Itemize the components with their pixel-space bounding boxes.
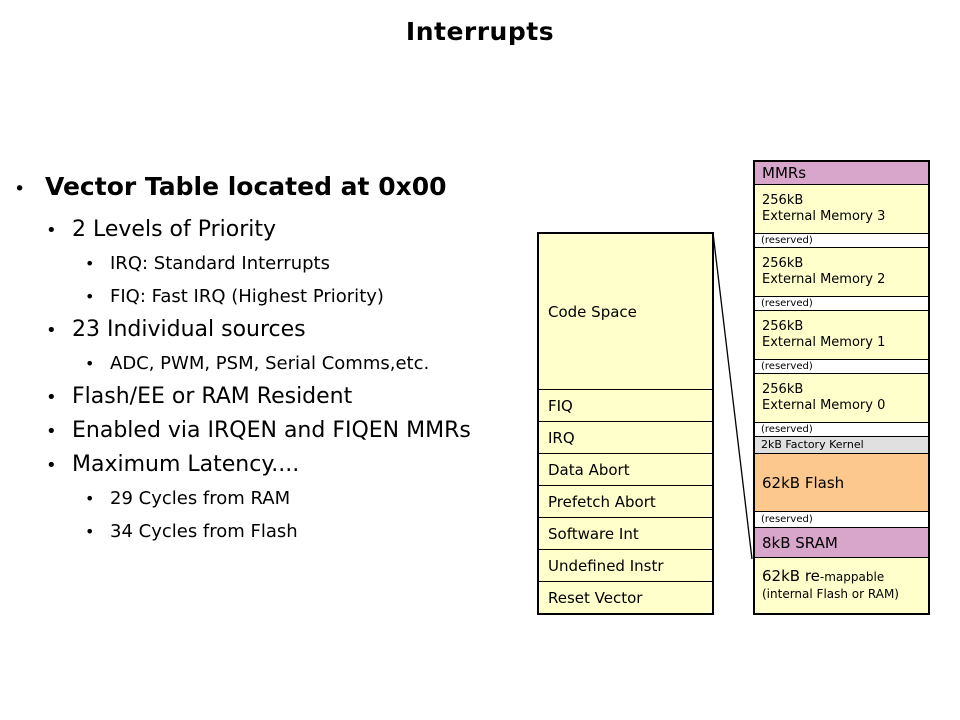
bullet-item: IRQ: Standard Interrupts	[85, 248, 534, 280]
memmap-label: External Memory 1	[762, 335, 886, 350]
memmap-block-remappable: 62kB re-mappable (internal Flash or RAM)	[755, 557, 928, 613]
bullet-icon	[85, 348, 110, 380]
vt-cell-irq: IRQ	[539, 421, 712, 453]
vt-cell-data-abort: Data Abort	[539, 453, 712, 485]
memmap-block-factory-kernel: 2kB Factory Kernel	[755, 436, 928, 453]
bullet-icon	[46, 315, 72, 347]
memmap-label: 256kB	[762, 256, 804, 271]
bullet-item: Maximum Latency....	[46, 449, 534, 482]
memory-map-diagram: MMRs 256kB External Memory 3 (reserved) …	[753, 160, 930, 615]
bullet-text: IRQ: Standard Interrupts	[110, 253, 330, 274]
vt-cell-reset-vector: Reset Vector	[539, 581, 712, 613]
bullet-text: ADC, PWM, PSM, Serial Comms,etc.	[110, 353, 430, 374]
vt-cell-software-int: Software Int	[539, 517, 712, 549]
memmap-block-mmrs: MMRs	[755, 162, 928, 184]
bullet-icon	[46, 382, 72, 414]
bullet-icon	[85, 281, 110, 313]
bullet-item: Flash/EE or RAM Resident	[46, 381, 534, 414]
memmap-block-ext-memory-0: 256kB External Memory 0	[755, 373, 928, 422]
memmap-block-reserved: (reserved)	[755, 296, 928, 310]
bullet-icon	[85, 516, 110, 548]
memmap-block-ext-memory-2: 256kB External Memory 2	[755, 247, 928, 296]
bullet-text: 23 Individual sources	[72, 317, 306, 342]
bullet-text: 29 Cycles from RAM	[110, 488, 291, 509]
vt-cell-code-space: Code Space	[548, 302, 637, 321]
bullet-item: 29 Cycles from RAM	[85, 483, 534, 515]
bullet-text: Enabled via IRQEN and FIQEN MMRs	[72, 418, 471, 443]
memmap-block-reserved: (reserved)	[755, 359, 928, 373]
memmap-block-flash: 62kB Flash	[755, 453, 928, 511]
memmap-label: 256kB	[762, 193, 804, 208]
vector-table-diagram: Code Space FIQ IRQ Data Abort Prefetch A…	[537, 232, 714, 615]
bullet-text: Vector Table located at 0x00	[45, 172, 447, 201]
memmap-block-ext-memory-3: 256kB External Memory 3	[755, 184, 928, 233]
bullet-icon	[46, 215, 72, 247]
bullet-text: Maximum Latency....	[72, 452, 300, 477]
memmap-label: (internal Flash or RAM)	[762, 587, 899, 601]
memmap-label-large: 62kB re	[762, 567, 820, 585]
bullet-item: 34 Cycles from Flash	[85, 516, 534, 548]
memmap-label: 256kB	[762, 319, 804, 334]
bullet-icon	[85, 248, 110, 280]
memmap-block-reserved: (reserved)	[755, 233, 928, 247]
memmap-block-reserved: (reserved)	[755, 511, 928, 527]
slide-title: Interrupts	[405, 17, 555, 46]
bullet-icon	[85, 483, 110, 515]
bullet-list: Vector Table located at 0x00 2 Levels of…	[14, 172, 534, 548]
bullet-item: FIQ: Fast IRQ (Highest Priority)	[85, 281, 534, 313]
memmap-block-sram: 8kB SRAM	[755, 527, 928, 557]
bullet-item: Enabled via IRQEN and FIQEN MMRs	[46, 415, 534, 448]
bullet-item: 23 Individual sources	[46, 314, 534, 347]
bullet-text: Flash/EE or RAM Resident	[72, 384, 353, 409]
bullet-item: 2 Levels of Priority	[46, 214, 534, 247]
bullet-text: FIQ: Fast IRQ (Highest Priority)	[110, 286, 384, 307]
memmap-label: External Memory 3	[762, 209, 886, 224]
memmap-block-ext-memory-1: 256kB External Memory 1	[755, 310, 928, 359]
bullet-text: 2 Levels of Priority	[72, 217, 277, 242]
bullet-icon	[46, 416, 72, 448]
memmap-label: 62kB re-mappable	[762, 568, 928, 586]
bullet-item: Vector Table located at 0x00	[14, 172, 534, 204]
vt-cell-prefetch-abort: Prefetch Abort	[539, 485, 712, 517]
memmap-label-small: -mappable	[819, 570, 885, 584]
bullet-item: ADC, PWM, PSM, Serial Comms,etc.	[85, 348, 534, 380]
memmap-label: External Memory 0	[762, 398, 886, 413]
vt-cell-fiq: FIQ	[539, 389, 712, 421]
bullet-icon	[46, 450, 72, 482]
bullet-text: 34 Cycles from Flash	[110, 521, 298, 542]
memmap-label: External Memory 2	[762, 272, 886, 287]
bullet-icon	[14, 174, 45, 204]
memmap-block-reserved: (reserved)	[755, 422, 928, 436]
memmap-label: 256kB	[762, 382, 804, 397]
vt-cell-undefined-instr: Undefined Instr	[539, 549, 712, 581]
